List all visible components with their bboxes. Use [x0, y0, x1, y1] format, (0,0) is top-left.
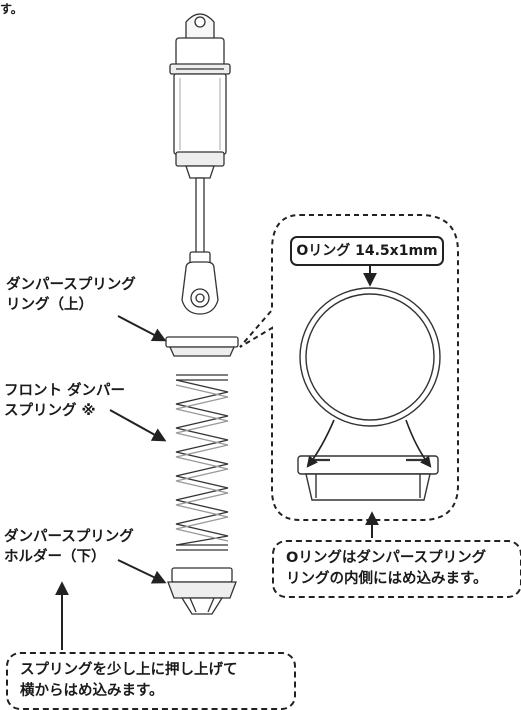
label-front-damper-spring-line1: フロント ダンパー [4, 383, 126, 399]
shock-absorber-body [169, 13, 231, 315]
spring-note-line2: 横からはめ込みます。 [20, 683, 164, 699]
label-damper-spring-holder-lower-line2: ホルダー（下） [4, 549, 106, 565]
lower-spring-holder-part [167, 567, 237, 615]
upper-spring-ring-part [165, 336, 239, 357]
oring-note-line2: リングの内側にはめ込みます。 [286, 571, 488, 587]
label-front-damper-spring-line2: スプリング ※ [4, 403, 96, 419]
spring-note-callout: スプリングを少し上に押し上げて 横からはめ込みます。 [6, 652, 296, 710]
coil-spring-part [175, 374, 229, 551]
oring-note-callout: Oリングはダンパースプリング リングの内側にはめ込みます。 [272, 540, 521, 598]
detail-bubble [239, 214, 459, 521]
oring-size-label: Oリング 14.5x1mm [290, 236, 444, 266]
leader-arrows [55, 315, 379, 650]
oring-enlarged [299, 287, 441, 427]
label-damper-spring-ring-upper-line1: ダンパースプリング [6, 277, 136, 293]
oring-note-line1: Oリングはダンパースプリング [286, 550, 487, 566]
label-damper-spring-ring-upper-line2: リング（上） [6, 297, 93, 313]
top-text-fragment: す。 [0, 2, 23, 16]
insert-arrows [306, 419, 432, 468]
label-damper-spring-holder-lower-line1: ダンパースプリング [4, 529, 134, 545]
spring-note-line1: スプリングを少し上に押し上げて [20, 662, 238, 678]
ring-cross-section-enlarged [297, 455, 439, 501]
